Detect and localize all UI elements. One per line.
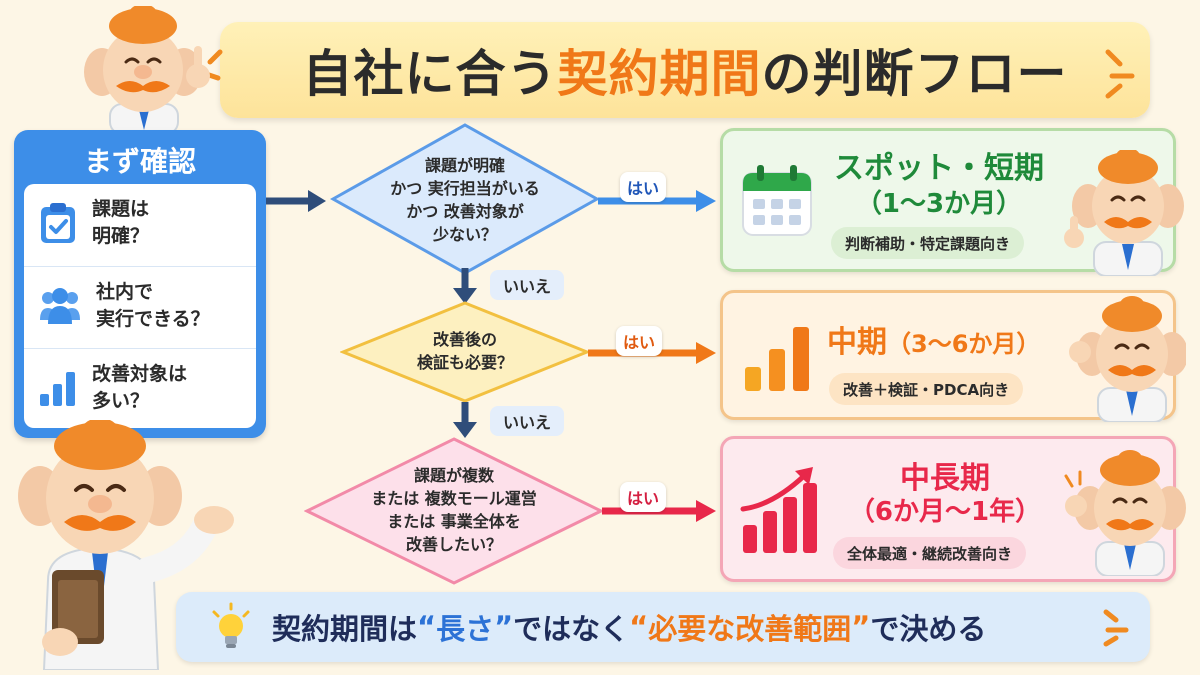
title-suffix: の判断フロー: [761, 45, 1068, 103]
question-2-diamond: [340, 301, 590, 403]
result-mid-period: （3～6か月）: [887, 330, 1041, 358]
check-item-clarity: 課題は 明確？: [24, 184, 256, 262]
professor-mascot-bottom-left: [18, 420, 234, 670]
people-group-icon: [40, 287, 80, 324]
conclusion-text: 契約期間は “長さ” ではなく “必要な改善範囲” で決める: [272, 592, 986, 662]
title-spark-icon: [1105, 49, 1135, 99]
result-mid-title-text: 中期: [827, 325, 887, 360]
quote-open-2: “: [629, 610, 649, 644]
quote-close-2: ”: [851, 610, 871, 644]
conclusion-quote-2: 必要な改善範囲: [648, 612, 852, 646]
conclusion-part-2: ではなく: [513, 612, 630, 646]
result-mid-note: 改善＋検証・PDCA向き: [829, 373, 1024, 405]
question-3-text: 課題が複数 または 複数モール運営 または 事業全体を 改善したい？: [371, 466, 537, 554]
banner-spark-icon: [1103, 609, 1129, 647]
check-item-scope: 改善対象は 多い？: [24, 348, 256, 426]
arrow-to-question-1: [266, 190, 326, 212]
no-arrow-2: [453, 402, 477, 438]
result-long-period: （6か月～1年）: [848, 497, 1042, 527]
conclusion-part-3: で決める: [870, 612, 987, 646]
check-item-execution: 社内で 実行できる？: [24, 266, 256, 344]
no-label-1: いいえ: [490, 270, 564, 300]
question-3-diamond: [304, 437, 604, 585]
growth-chart-icon: [740, 467, 817, 553]
quote-close-1: ”: [494, 610, 514, 644]
check-panel: まず確認 課題は 明確？ 社内で 実行できる？: [14, 130, 266, 438]
result-short-note: 判断補助・特定課題向き: [831, 227, 1025, 259]
check-item-label: 課題は 明確？: [92, 198, 150, 247]
result-short-title: スポット・短期: [834, 151, 1044, 186]
title-prefix: 自社に合う: [302, 45, 558, 103]
no-arrow-1: [453, 268, 477, 304]
professor-mascot-long: [1064, 450, 1186, 576]
check-item-label: 社内で 実行できる？: [96, 280, 210, 330]
clipboard-check-icon: [41, 203, 75, 243]
title-bar: 自社に合う契約期間の判断フロー: [220, 22, 1150, 118]
result-long-note: 全体最適・継続改善向き: [833, 537, 1027, 569]
result-mid-title: 中期（3～6か月）: [827, 317, 1063, 361]
no-label-2: いいえ: [490, 406, 564, 436]
check-panel-body: 課題は 明確？ 社内で 実行できる？ 改善対象は 多い？: [24, 184, 256, 428]
question-2-text: 改善後の 検証も必要？: [416, 330, 513, 372]
quote-open-1: “: [417, 610, 437, 644]
page-title: 自社に合う契約期間の判断フロー: [303, 34, 1068, 106]
rising-bars-icon: [745, 327, 809, 391]
professor-mascot-top-left: [84, 6, 210, 131]
title-highlight: 契約期間: [557, 45, 762, 103]
question-1-text: 課題が明確 かつ 実行担当がいる かつ 改善対象が 少ない？: [390, 156, 540, 244]
professor-mascot-mid: [1069, 296, 1186, 422]
lightbulb-icon: [212, 602, 250, 648]
conclusion-part-1: 契約期間は: [272, 612, 418, 646]
result-long-title: 中長期: [900, 461, 990, 496]
bar-chart-icon: [40, 371, 75, 406]
yes-label-3: はい: [620, 482, 666, 512]
conclusion-banner: 契約期間は “長さ” ではなく “必要な改善範囲” で決める: [176, 592, 1150, 662]
check-panel-heading: まず確認: [83, 145, 196, 178]
yes-label-1: はい: [620, 172, 666, 202]
yes-label-2: はい: [616, 326, 662, 356]
check-item-label: 改善対象は 多い？: [92, 362, 188, 412]
result-short-period: （1～3か月）: [855, 189, 1023, 219]
professor-mascot-short: [1064, 150, 1184, 276]
result-card-short: スポット・短期 （1～3か月） 判断補助・特定課題向き: [720, 128, 1176, 272]
conclusion-quote-1: 長さ: [436, 612, 495, 646]
calendar-icon: [742, 165, 812, 236]
